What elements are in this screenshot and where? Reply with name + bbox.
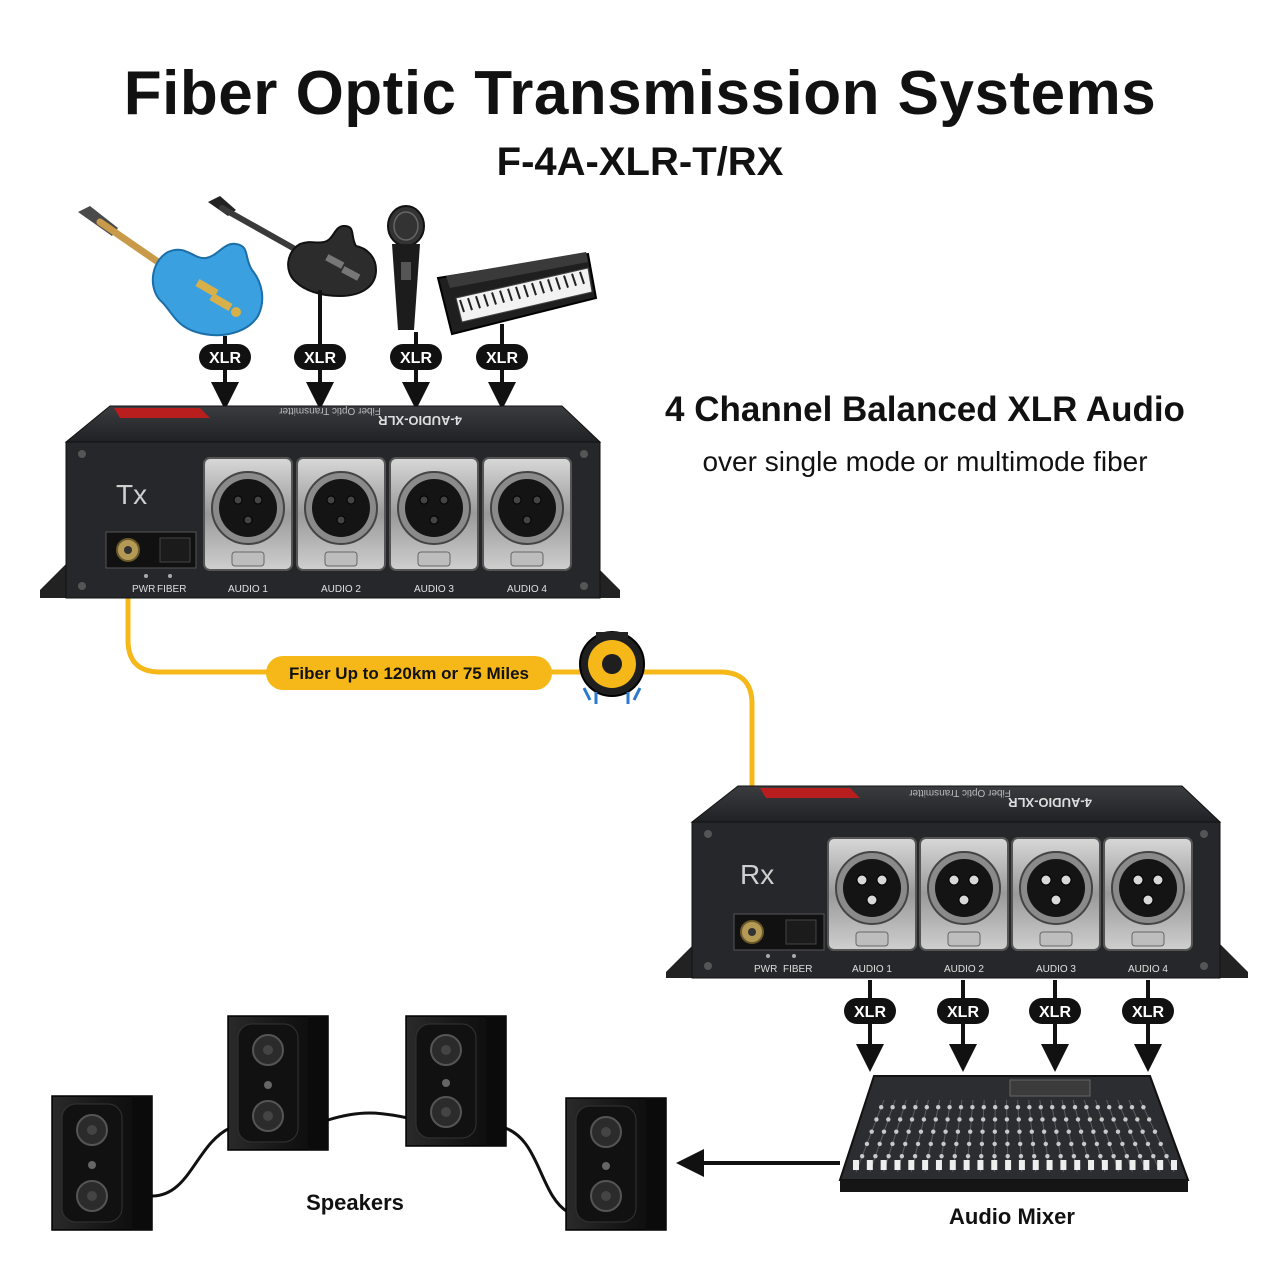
port-label: AUDIO 3 — [414, 584, 454, 595]
speaker-icon — [565, 1097, 667, 1231]
port-label: AUDIO 2 — [321, 584, 361, 595]
fiber-reel-icon — [579, 631, 645, 704]
output-arrows — [856, 980, 1162, 1072]
xlr-port[interactable] — [827, 837, 917, 951]
electric-guitar-icon — [78, 206, 264, 337]
speaker-icon — [51, 1095, 153, 1231]
svg-text:XLR: XLR — [1132, 1004, 1164, 1021]
xlr-badge: XLR — [476, 344, 528, 370]
model-subtitle: F-4A-XLR-T/RX — [496, 140, 784, 184]
feature-heading: 4 Channel Balanced XLR Audio — [665, 390, 1185, 429]
svg-text:XLR: XLR — [400, 350, 432, 367]
indicator-label: FIBER — [783, 964, 812, 975]
svg-text:XLR: XLR — [854, 1004, 886, 1021]
xlr-port[interactable] — [482, 457, 572, 571]
input-xlr-badges: XLR XLR XLR XLR — [199, 344, 528, 370]
speaker-cables — [151, 1111, 569, 1214]
port-label: AUDIO 2 — [944, 964, 984, 975]
port-label: AUDIO 1 — [228, 584, 268, 595]
bass-guitar-icon — [208, 196, 378, 298]
xlr-badge: XLR — [199, 344, 251, 370]
indicator-label: FIBER — [157, 584, 186, 595]
audio-mixer-icon — [838, 1075, 1190, 1192]
svg-text:4-AUDIO-XLR: 4-AUDIO-XLR — [378, 413, 462, 428]
speaker-icon — [405, 1015, 507, 1147]
page-title: Fiber Optic Transmission Systems — [123, 59, 1157, 128]
svg-text:Fiber Up to 120km or 75 Miles: Fiber Up to 120km or 75 Miles — [289, 664, 529, 683]
svg-text:Fiber Optic Transmitter: Fiber Optic Transmitter — [908, 787, 1010, 798]
xlr-port[interactable] — [1011, 837, 1101, 951]
port-label: AUDIO 3 — [1036, 964, 1076, 975]
port-label: AUDIO 4 — [1128, 964, 1168, 975]
port-label: AUDIO 1 — [852, 964, 892, 975]
svg-text:XLR: XLR — [947, 1004, 979, 1021]
xlr-port[interactable] — [296, 457, 386, 571]
xlr-badge: XLR — [937, 998, 989, 1024]
xlr-port[interactable] — [1103, 837, 1193, 951]
xlr-port[interactable] — [203, 457, 293, 571]
rx-label: Rx — [740, 859, 774, 890]
fiber-cable — [125, 570, 755, 930]
speaker-icon — [227, 1015, 329, 1151]
xlr-port[interactable] — [389, 457, 479, 571]
feature-subheading: over single mode or multimode fiber — [702, 446, 1148, 477]
xlr-badge: XLR — [294, 344, 346, 370]
svg-text:XLR: XLR — [486, 350, 518, 367]
svg-text:Fiber Optic Transmitter: Fiber Optic Transmitter — [278, 405, 380, 416]
svg-text:XLR: XLR — [1039, 1004, 1071, 1021]
tx-unit: 4-AUDIO-XLR Fiber Optic Transmitter Tx P… — [40, 405, 620, 599]
output-xlr-badges: XLR XLR XLR XLR — [844, 998, 1174, 1024]
xlr-port[interactable] — [919, 837, 1009, 951]
indicator-label: PWR — [132, 584, 155, 595]
microphone-icon — [387, 205, 425, 330]
xlr-badge: XLR — [1122, 998, 1174, 1024]
audio-mixer-label: Audio Mixer — [949, 1204, 1075, 1229]
fiber-distance-badge: Fiber Up to 120km or 75 Miles — [266, 656, 552, 690]
svg-text:XLR: XLR — [304, 350, 336, 367]
svg-text:XLR: XLR — [209, 350, 241, 367]
svg-text:4-AUDIO-XLR: 4-AUDIO-XLR — [1008, 795, 1092, 810]
rx-unit: 4-AUDIO-XLR Fiber Optic Transmitter Rx P… — [666, 785, 1248, 979]
xlr-badge: XLR — [390, 344, 442, 370]
indicator-label: PWR — [754, 964, 777, 975]
xlr-badge: XLR — [1029, 998, 1081, 1024]
tx-label: Tx — [116, 479, 147, 510]
xlr-badge: XLR — [844, 998, 896, 1024]
port-label: AUDIO 4 — [507, 584, 547, 595]
speakers-label: Speakers — [306, 1190, 404, 1215]
keyboard-icon — [436, 252, 598, 336]
